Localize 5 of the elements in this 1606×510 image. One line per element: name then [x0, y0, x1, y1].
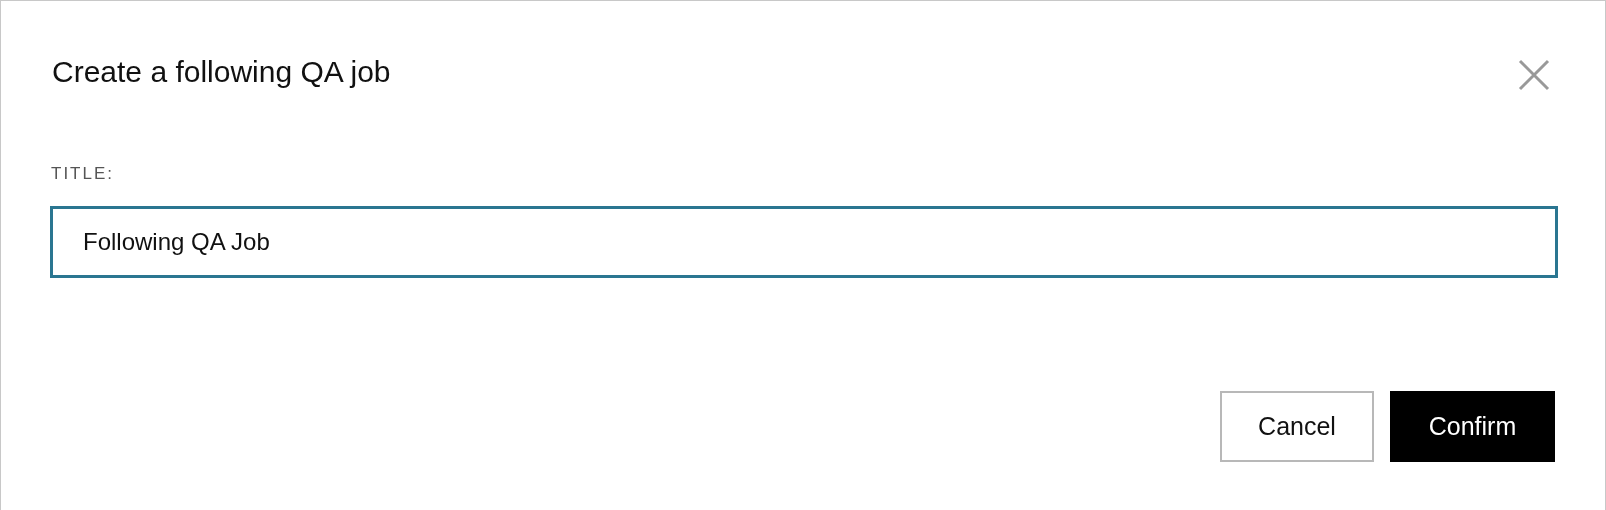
confirm-button: Confirm [1390, 391, 1555, 462]
cancel-button: Cancel [1220, 391, 1374, 462]
field-label: TITLE: [51, 164, 114, 184]
dialog-title: Create a following QA job [52, 55, 391, 89]
input-field: Following QA Job [50, 206, 1558, 278]
